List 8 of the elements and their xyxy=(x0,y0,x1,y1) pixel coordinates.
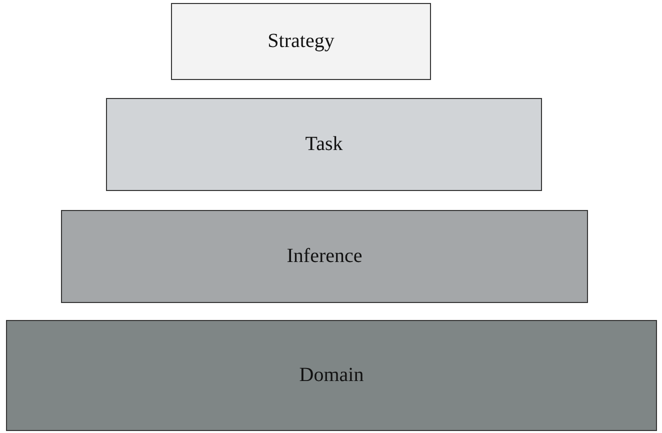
layer-box xyxy=(106,98,542,191)
layer-box xyxy=(171,3,431,80)
layer-box xyxy=(61,210,588,303)
layer-label: Task xyxy=(305,133,343,156)
layer-label: Domain xyxy=(299,364,364,387)
layer-label: Strategy xyxy=(268,30,334,53)
layer-label: Inference xyxy=(286,245,362,268)
layer-box xyxy=(6,320,657,431)
